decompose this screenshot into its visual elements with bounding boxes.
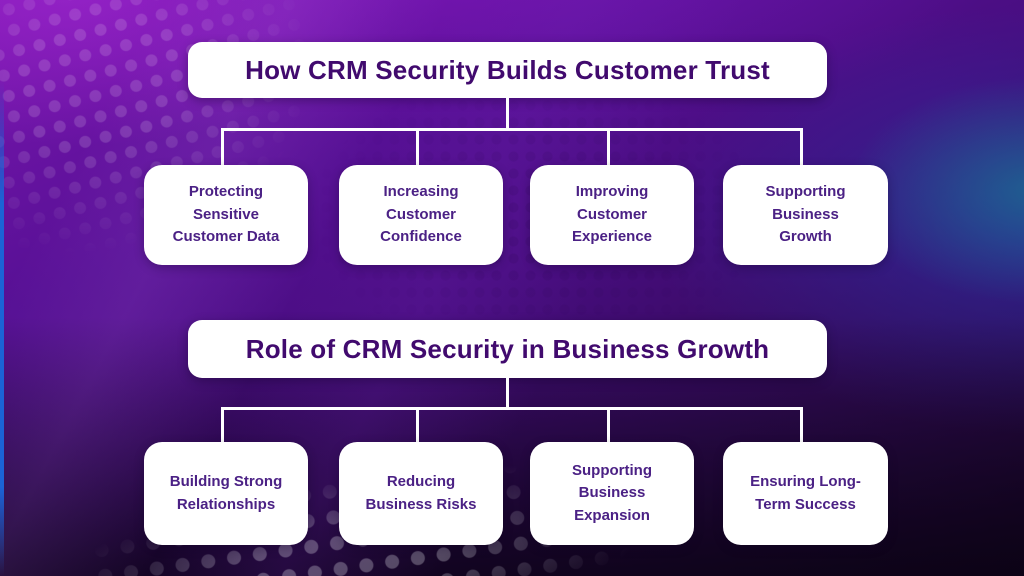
group1-title: How CRM Security Builds Customer Trust	[245, 54, 770, 85]
node-supporting-business-expansion: Supporting Business Expansion	[530, 442, 694, 545]
node-increasing-customer-confidence: Increasing Customer Confidence	[339, 165, 503, 265]
node-reducing-business-risks: Reducing Business Risks	[339, 442, 503, 545]
connector-stem	[506, 98, 509, 129]
connector-drop	[800, 407, 803, 443]
connector-drop	[607, 407, 610, 443]
connector-drop	[416, 407, 419, 443]
connector-drop	[416, 128, 419, 166]
connector-drop	[607, 128, 610, 166]
node-protecting-sensitive-customer-data: Protecting Sensitive Customer Data	[144, 165, 308, 265]
connector-drop	[221, 128, 224, 166]
node-building-strong-relationships: Building Strong Relationships	[144, 442, 308, 545]
connector-drop	[221, 407, 224, 443]
group2-title-box: Role of CRM Security in Business Growth	[188, 320, 827, 378]
connector-rail	[221, 128, 803, 131]
node-ensuring-long-term-success: Ensuring Long- Term Success	[723, 442, 888, 545]
blue-edge-stripe	[0, 80, 4, 576]
connector-rail	[221, 407, 803, 410]
node-supporting-business-growth: Supporting Business Growth	[723, 165, 888, 265]
connector-stem	[506, 378, 509, 408]
group2-title: Role of CRM Security in Business Growth	[245, 333, 770, 364]
connector-drop	[800, 128, 803, 166]
group1-title-box: How CRM Security Builds Customer Trust	[188, 42, 827, 98]
node-improving-customer-experience: Improving Customer Experience	[530, 165, 694, 265]
